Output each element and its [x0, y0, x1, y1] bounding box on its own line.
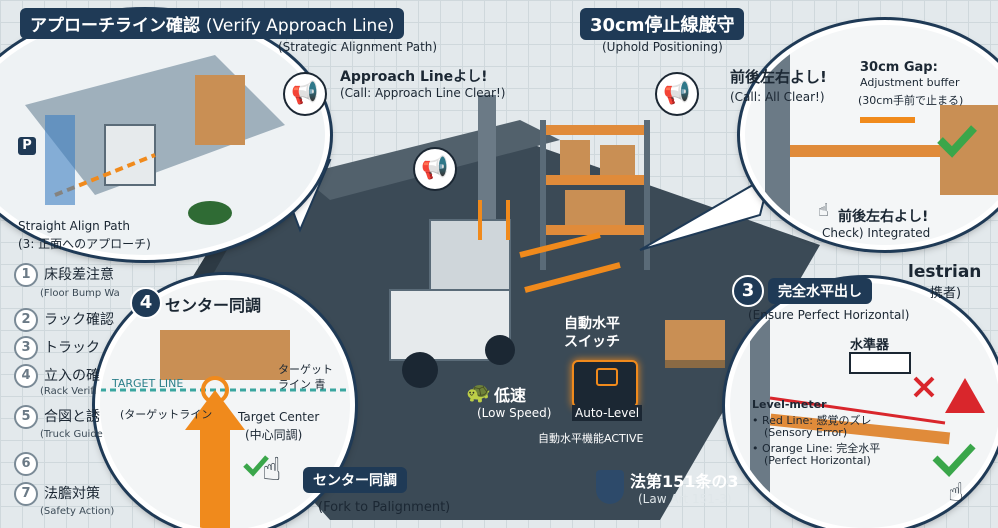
- target-line-label: TARGET LINE: [112, 377, 184, 390]
- center-sync-illustration: [100, 330, 350, 528]
- checklist-sublabel: (Floor Bump Wa: [40, 288, 120, 299]
- checklist-item: 6: [14, 452, 44, 476]
- checklist-label: トラック: [44, 340, 100, 356]
- horizontal-panel-subtitle: (Ensure Perfect Horizontal): [748, 308, 910, 322]
- checklist-number: 6: [14, 452, 38, 476]
- checklist-number: 5: [14, 405, 38, 429]
- checklist-number: 2: [14, 308, 38, 332]
- checklist-sublabel: (Rack Verifi: [40, 386, 97, 397]
- horizontal-illustration: [750, 303, 985, 503]
- checklist-label: 床段差注意: [44, 267, 114, 283]
- center-sync-label: センター同調: [303, 467, 407, 493]
- center-sync-sublabel: (Fork to Palignment): [318, 500, 451, 515]
- check-note-subtext: Check) Integrated: [822, 226, 931, 240]
- horizontal-panel-title: 完全水平出し: [768, 278, 872, 304]
- straight-path-label: Straight Align Path: [18, 219, 130, 233]
- approach-line-header: アプローチライン確認 (Verify Approach Line): [20, 8, 405, 39]
- law-article-label: 法第151条の3: [630, 472, 739, 491]
- target-blue-label-2: ライン 青: [278, 378, 326, 391]
- parking-badge-icon: P: [18, 137, 36, 155]
- fork-guide-line: [524, 262, 621, 293]
- hand-pointer-icon: ☝: [948, 478, 964, 508]
- level-tool-label: 水準器: [850, 338, 890, 353]
- red-line-label: • Red Line: 感覚のズレ: [752, 414, 872, 427]
- approach-line-illustration: [25, 55, 285, 225]
- checklist-number: 3: [14, 336, 38, 360]
- target-center-jp-label: (中心同調): [245, 428, 303, 442]
- checklist-item: 7 法膽対策: [14, 482, 100, 506]
- pallet-stack: [665, 320, 725, 368]
- straight-path-sublabel: (3: 正面へのアプローチ): [18, 237, 151, 251]
- pedestrian-label: lestrian: [908, 262, 982, 282]
- pedestrian-sublabel: 携者): [930, 286, 962, 301]
- megaphone-icon: 📢: [283, 72, 327, 116]
- hand-pointer-icon: ☝: [818, 200, 829, 221]
- gap-note-title: 30cm Gap:: [860, 60, 938, 75]
- checklist-item: 4 立入の確: [14, 364, 100, 388]
- megaphone-icon: 📢: [413, 147, 457, 191]
- approach-call-text: Approach Lineよし!: [340, 69, 488, 85]
- checklist-item: 5 合図と誘: [14, 405, 100, 429]
- low-speed-label: 低速: [494, 386, 527, 405]
- all-clear-call-text: 前後左右よし!: [730, 68, 827, 86]
- approach-line-title: アプローチライン確認: [30, 16, 200, 36]
- storage-rack: [540, 120, 650, 270]
- fork-guide-line: [519, 232, 601, 258]
- low-speed-sublabel: (Low Speed): [477, 406, 552, 420]
- orange-line-label: • Orange Line: 完全水平: [752, 442, 881, 455]
- auto-level-button-label[interactable]: Auto-Level: [572, 405, 643, 421]
- check-note-text: 前後左右よし!: [838, 209, 929, 225]
- checklist-item: 1 床段差注意: [14, 263, 114, 287]
- orange-line-sublabel: (Perfect Horizontal): [764, 454, 871, 467]
- stop-line-subtitle: (Uphold Positioning): [602, 40, 723, 54]
- stop-line-detail-circle: [740, 20, 998, 250]
- turtle-icon: 🐢: [466, 380, 491, 404]
- center-panel-title: センター同調: [165, 296, 262, 315]
- level-meter-label: Level-meter: [752, 398, 827, 411]
- auto-level-switch[interactable]: [572, 360, 638, 408]
- level-switch-icon: [596, 368, 618, 386]
- step-number-badge: 4: [130, 287, 162, 319]
- checklist-sublabel: (Safety Action): [40, 506, 115, 517]
- checklist-label: 法膽対策: [44, 486, 100, 502]
- checklist-label: ラック確認: [44, 312, 114, 328]
- gap-note-line1: Adjustment buffer: [860, 76, 960, 89]
- shield-icon: [596, 470, 624, 504]
- approach-line-detail-circle: [0, 10, 330, 260]
- checklist-item: 3 トラック: [14, 336, 100, 360]
- target-center-label: Target Center: [238, 410, 320, 424]
- approach-line-subtitle: (Strategic Alignment Path): [278, 40, 438, 54]
- checklist-label: 立入の確: [44, 368, 100, 384]
- checklist-number: 7: [14, 482, 38, 506]
- checklist-item: 2 ラック確認: [14, 308, 114, 332]
- target-line-jp-label: (ターゲットライン: [120, 408, 213, 421]
- checklist-sublabel: (Truck Guide: [40, 429, 103, 440]
- megaphone-icon: 📢: [655, 72, 699, 116]
- checklist-label: 合図と誘: [44, 409, 100, 425]
- law-article-sublabel: (Law Art 151-3): [638, 492, 732, 506]
- red-line-sublabel: (Sensory Error): [764, 426, 848, 439]
- target-blue-label: ターゲット: [278, 363, 333, 376]
- checklist-number: 1: [14, 263, 38, 287]
- hand-pointer-icon: ☝: [262, 450, 282, 488]
- all-clear-call-subtext: (Call: All Clear!): [730, 90, 825, 104]
- auto-level-title-1: 自動水平: [564, 316, 620, 332]
- auto-level-active-label: 自動水平機能ACTIVE: [538, 432, 644, 445]
- stop-line-header: 30cm停止線厳守: [580, 8, 745, 40]
- approach-line-title-en: (Verify Approach Line): [205, 16, 395, 36]
- checklist-number: 4: [14, 364, 38, 388]
- step-number-badge: 3: [732, 275, 764, 307]
- horizontal-detail-circle: [725, 278, 998, 528]
- forklift: [389, 95, 515, 388]
- auto-level-title-2: スイッチ: [564, 334, 620, 350]
- approach-call-subtext: (Call: Approach Line Clear!): [340, 86, 506, 100]
- gap-note-line2: (30cm手前で止まる): [858, 94, 964, 107]
